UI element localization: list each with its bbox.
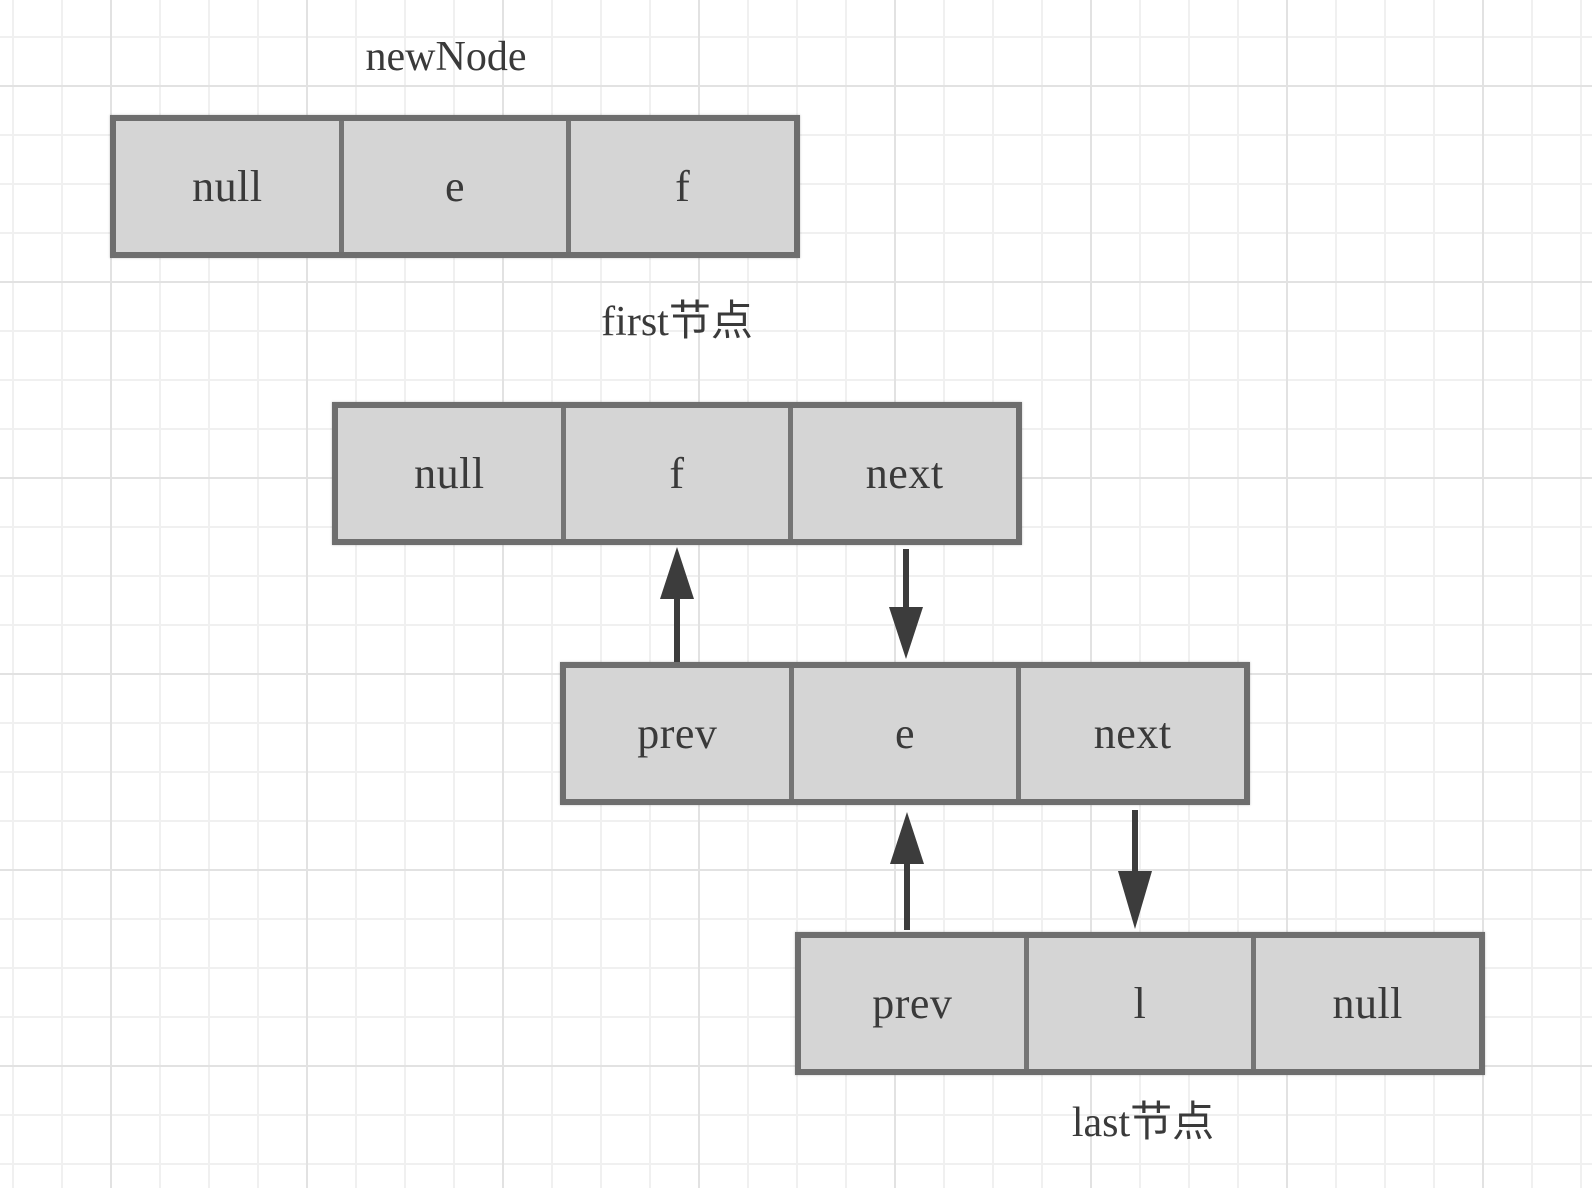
cell-newnode-next: f: [566, 121, 795, 252]
node-last: prev l null: [795, 932, 1485, 1075]
arrow-middle-prev-to-first-icon: [660, 547, 694, 662]
arrow-middle-next-to-last-icon: [1118, 810, 1152, 929]
cell-middle-prev: prev: [566, 668, 789, 799]
arrow-last-prev-to-middle-icon: [890, 812, 924, 930]
cell-first-prev: null: [338, 408, 561, 539]
cell-first-next: next: [788, 408, 1017, 539]
cell-middle-item: e: [788, 668, 1017, 799]
cell-newnode-prev: null: [116, 121, 339, 252]
label-last-node: last节点: [1071, 1100, 1215, 1146]
label-newnode: newNode: [365, 34, 527, 80]
node-middle: prev e next: [560, 662, 1250, 805]
label-first-node: first节点: [601, 299, 753, 345]
cell-first-item: f: [560, 408, 789, 539]
arrow-first-next-to-middle-icon: [889, 549, 923, 659]
cell-last-next: null: [1251, 938, 1480, 1069]
cell-newnode-item: e: [338, 121, 567, 252]
cell-last-item: l: [1023, 938, 1252, 1069]
node-newnode: null e f: [110, 115, 800, 258]
node-first: null f next: [332, 402, 1022, 545]
cell-middle-next: next: [1016, 668, 1245, 799]
cell-last-prev: prev: [801, 938, 1024, 1069]
